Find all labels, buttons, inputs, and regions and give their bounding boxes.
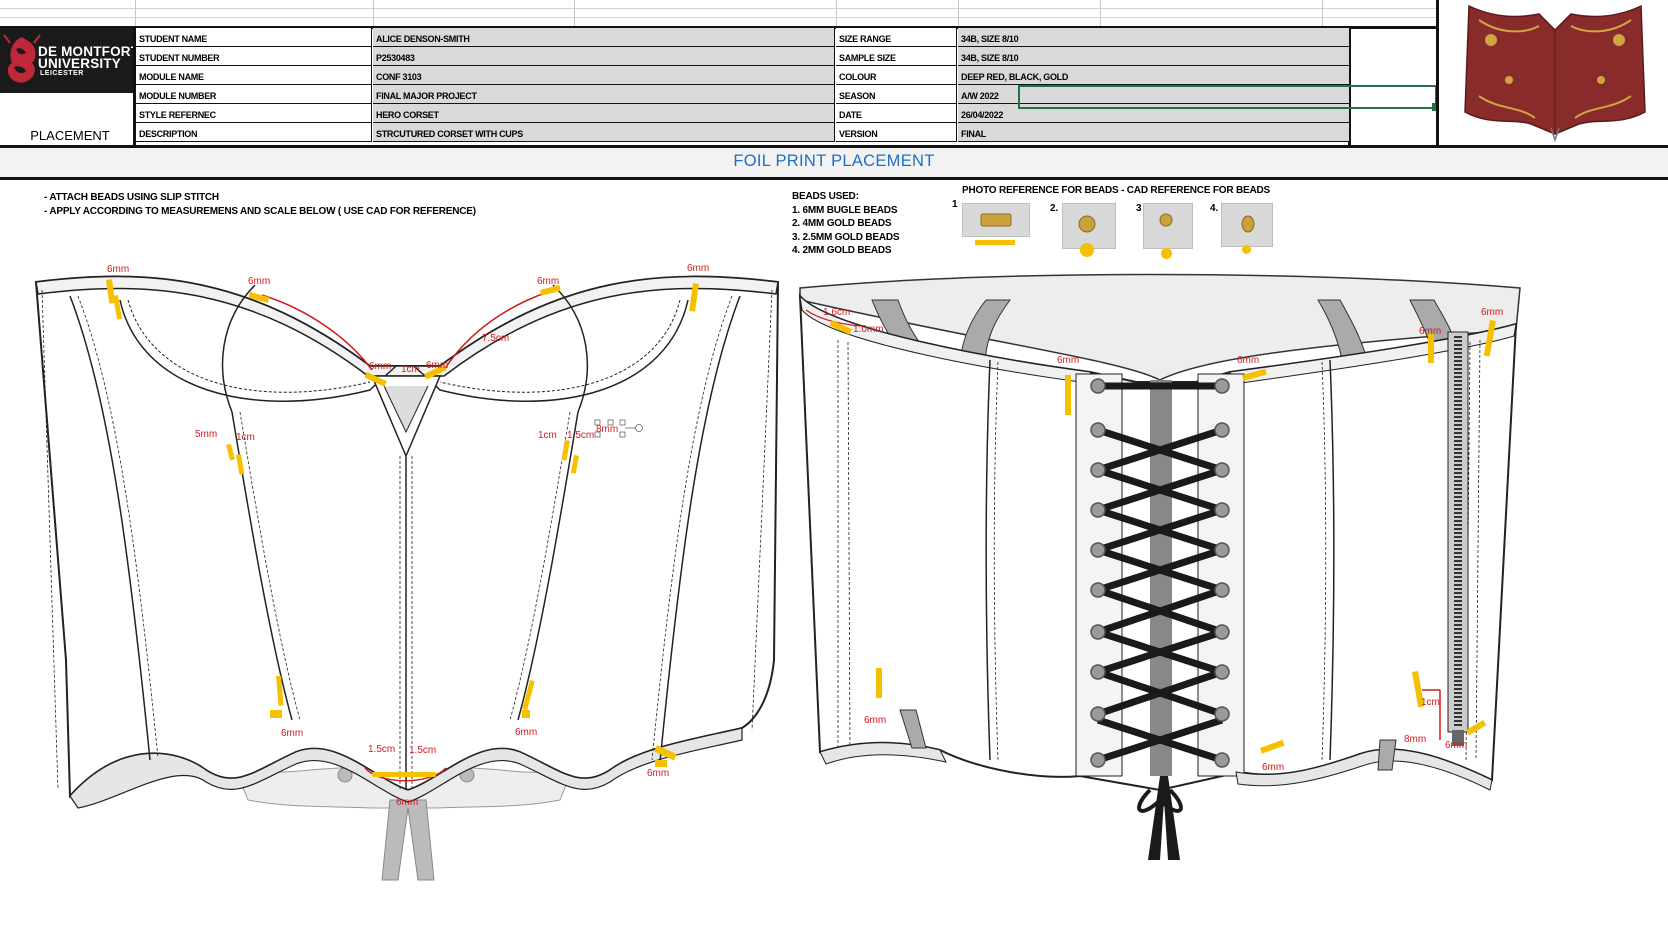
info-label[interactable]: STYLE REFERNEC <box>136 104 372 123</box>
info-value[interactable]: 34B, SIZE 8/10 <box>958 47 1350 66</box>
back-measure-label: 6mm <box>1481 307 1504 318</box>
info-value[interactable]: ALICE DENSON-SMITH <box>373 28 835 47</box>
4mm-bead-cad <box>1080 243 1094 257</box>
page-title: FOIL PRINT PLACEMENT <box>733 152 935 170</box>
title-band <box>0 145 1668 180</box>
back-corset-drawing <box>798 273 1521 860</box>
bead-item: 1. 6MM BUGLE BEADS <box>792 204 898 216</box>
front-measure-label: 1cm <box>236 432 255 443</box>
eyelets <box>1090 378 1230 768</box>
front-measure-label: 6mm <box>426 360 449 371</box>
front-measure-label: 6mm <box>281 728 304 739</box>
back-measure-label: 6mm <box>1262 762 1285 773</box>
front-measure-label: 6mm <box>687 263 710 274</box>
info-label[interactable]: VERSION <box>836 123 957 142</box>
info-label[interactable]: COLOUR <box>836 66 957 85</box>
front-measure-label: 1.5cm <box>368 744 396 755</box>
back-measure-label: 6mm <box>1057 355 1080 366</box>
front-measure-label: 6mm <box>396 797 419 808</box>
photo-reference-heading: PHOTO REFERENCE FOR BEADS - CAD REFERENC… <box>962 185 1270 196</box>
4mm-bead-photo <box>1062 203 1116 249</box>
front-measure-label: 6mm <box>107 264 130 275</box>
front-measure-label: 1.5cm <box>409 745 437 756</box>
front-measure-label: 1cm <box>401 364 420 375</box>
back-measure-label: 6mm <box>1419 326 1442 337</box>
corset-thumbnail-image <box>1464 4 1646 143</box>
info-label[interactable]: SIZE RANGE <box>836 28 957 47</box>
info-label[interactable]: STUDENT NUMBER <box>136 47 372 66</box>
info-label[interactable]: MODULE NUMBER <box>136 85 372 104</box>
instructions: - ATTACH BEADS USING SLIP STITCH - APPLY… <box>44 191 476 219</box>
back-bead-placements <box>829 319 1496 754</box>
logo-line-2: UNIVERSITY <box>38 56 122 71</box>
info-label[interactable]: SAMPLE SIZE <box>836 47 957 66</box>
info-value[interactable]: DEEP RED, BLACK, GOLD <box>958 66 1350 85</box>
front-measure-label: 6mm <box>369 361 392 372</box>
info-value[interactable]: CONF 3103 <box>373 66 835 85</box>
front-measure-label: 6mm <box>537 276 560 287</box>
info-value[interactable]: FINAL <box>958 123 1350 142</box>
photo-label: 4. <box>1210 203 1219 214</box>
info-value[interactable]: STRCUTURED CORSET WITH CUPS <box>373 123 835 142</box>
bead-item: 3. 2.5MM GOLD BEADS <box>792 231 900 243</box>
front-measure-label: 5mm <box>195 429 218 440</box>
info-value[interactable]: A/W 2022 <box>958 85 1350 104</box>
photo-label: 3 <box>1136 203 1142 214</box>
front-measure-label: 1cm <box>538 430 557 441</box>
2mm-bead-photo <box>1221 203 1273 247</box>
lacing-cord <box>1096 382 1224 764</box>
bead-item: 4. 2MM GOLD BEADS <box>792 245 892 256</box>
placement-label: PLACEMENT <box>30 128 110 143</box>
info-value[interactable]: P2530483 <box>373 47 835 66</box>
info-label[interactable]: DATE <box>836 104 957 123</box>
2mm-bead-cad <box>1242 245 1251 254</box>
info-value[interactable]: FINAL MAJOR PROJECT <box>373 85 835 104</box>
back-measure-label: 1cm <box>1421 697 1440 708</box>
university-logo <box>0 28 142 93</box>
zip-pull <box>1452 730 1464 746</box>
front-measure-label: 7.5cm <box>482 333 510 344</box>
front-corset-drawing <box>34 275 780 881</box>
info-label[interactable]: SEASON <box>836 85 957 104</box>
bugle-bead-cad <box>975 240 1015 245</box>
info-value[interactable]: 34B, SIZE 8/10 <box>958 28 1350 47</box>
drawing-selection-handles <box>594 419 643 438</box>
dmu-dragon-icon <box>3 34 41 83</box>
instruction-line: - ATTACH BEADS USING SLIP STITCH <box>44 192 219 203</box>
logo-line-1: DE MONTFORT <box>38 44 140 59</box>
2-5mm-bead-photo <box>1143 203 1193 249</box>
beads-used-list: BEADS USED: 1. 6MM BUGLE BEADS 2. 4MM GO… <box>792 190 900 258</box>
back-measure-label: 8mm <box>1404 734 1427 745</box>
2-5mm-bead-cad <box>1161 248 1172 259</box>
front-measure-label: 6mm <box>248 276 271 287</box>
photo-label: 2. <box>1050 203 1059 214</box>
bead-item: 2. 4MM GOLD BEADS <box>792 218 892 229</box>
back-measure-label: 6mm <box>864 715 887 726</box>
logo-wordmark: DE MONTFORT UNIVERSITY <box>38 44 140 71</box>
info-label[interactable]: DESCRIPTION <box>136 123 372 142</box>
beads-heading: BEADS USED: <box>792 191 859 202</box>
front-measure-label: 6mm <box>515 727 538 738</box>
instruction-line: - APPLY ACCORDING TO MEASUREMENS AND SCA… <box>44 206 476 217</box>
front-measure-label: 6mm <box>647 768 670 779</box>
info-value[interactable]: HERO CORSET <box>373 104 835 123</box>
info-label[interactable]: MODULE NAME <box>136 66 372 85</box>
info-label[interactable]: STUDENT NAME <box>136 28 372 47</box>
front-measure-label: 1.5cm <box>567 430 595 441</box>
spreadsheet-grid-strip <box>0 0 1436 29</box>
back-measure-label: 1.6cm <box>823 307 851 318</box>
photo-label: 1 <box>952 199 958 210</box>
corset-thumbnail-panel <box>1436 0 1668 145</box>
front-bead-placements <box>106 279 699 777</box>
back-measure-label: 1.0mm <box>853 324 884 335</box>
bugle-bead-photo <box>962 203 1030 237</box>
logo-subtitle: LEICESTER <box>40 70 84 77</box>
back-measure-label: 6mm <box>1237 355 1260 366</box>
back-measure-label: 6mm <box>1445 740 1468 751</box>
front-measure-label: 8mm <box>596 424 619 435</box>
